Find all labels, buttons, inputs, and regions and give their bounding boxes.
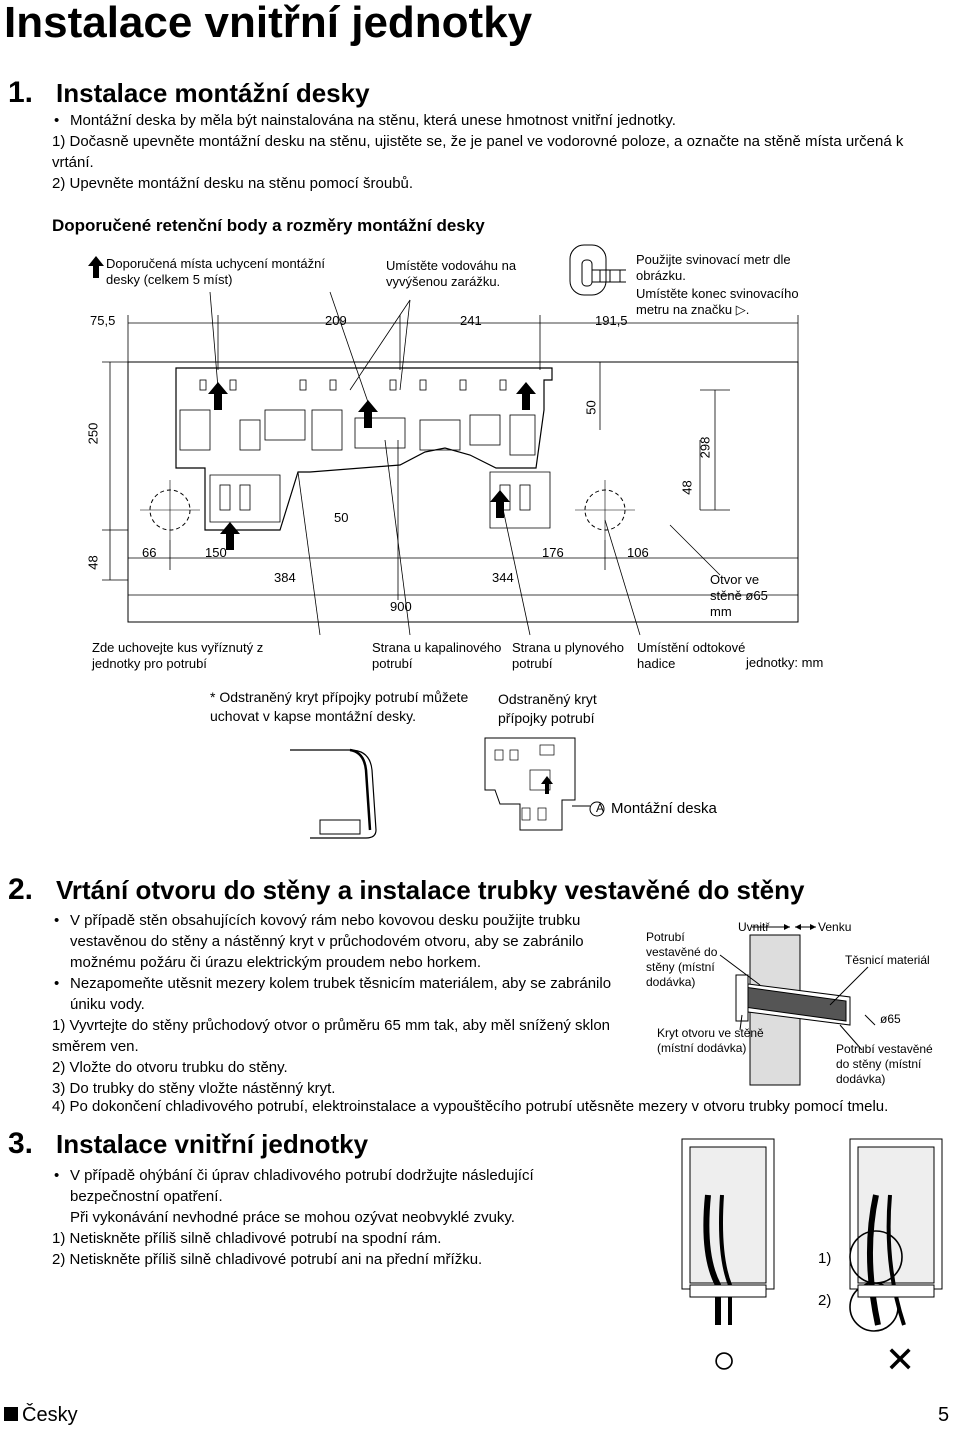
- dim-176: 176: [542, 545, 564, 560]
- label-diameter: ø65: [880, 1012, 901, 1026]
- dim-900: 900: [390, 599, 412, 614]
- cover-pocket-illustration: [290, 737, 605, 839]
- section-1-body: Montážní deska by měla být nainstalována…: [52, 110, 942, 194]
- wall-outline: [127, 361, 799, 623]
- dim-250: 250: [85, 422, 101, 445]
- page-title: Instalace vnitřní jednotky: [4, 0, 533, 47]
- s1-step-1: 1) Dočasně upevněte montážní desku na st…: [52, 133, 904, 171]
- label-a-circle: [589, 801, 605, 817]
- dim-344: 344: [492, 570, 514, 585]
- label-gas-side: Strana u plynového potrubí: [512, 640, 625, 671]
- dim-48-right: 48: [679, 480, 695, 495]
- tape-mark-icon: ▷.: [735, 302, 750, 317]
- footer-language-label: Česky: [22, 1404, 78, 1426]
- section-3-title: Instalace vnitřní jednotky: [56, 1129, 369, 1159]
- dim-50-horizontal: 50: [334, 510, 349, 525]
- label-mounting-plate: Montážní deska: [611, 800, 717, 817]
- incorrect-piping-figure: [849, 1138, 943, 1332]
- s3-step-1: 1) Netiskněte příliš silně chladivové po…: [52, 1230, 442, 1247]
- indoor-unit-side: [290, 749, 377, 839]
- language-square-icon: [4, 1407, 18, 1421]
- section-1-heading: 1. Instalace montážní desky: [8, 76, 370, 110]
- dim-150: 150: [205, 545, 227, 560]
- dim-50-vertical: 50: [583, 400, 599, 415]
- s1-bullet-1: Montážní deska by měla být nainstalována…: [52, 110, 942, 131]
- s2-bullet-1: V případě stěn obsahujících kovový rám n…: [52, 910, 622, 973]
- label-inside: Uvnitř: [738, 920, 770, 934]
- dim-75-5: 75,5: [90, 313, 116, 328]
- fixing-point-arrow: [220, 522, 240, 550]
- fixing-point-legend-icon: [88, 256, 104, 278]
- fixing-point-arrow: [490, 490, 510, 518]
- s3-bullet-1a: V případě ohýbání či úprav chladivového …: [70, 1167, 534, 1205]
- piping-figures: [681, 1138, 943, 1332]
- dim-384: 384: [274, 570, 296, 585]
- dim-106: 106: [627, 545, 649, 560]
- label-wall-pipe-1: Potrubí vestavěné do stěny (místní dodáv…: [646, 930, 718, 989]
- fixing-point-arrow: [208, 382, 228, 410]
- fixing-point-arrow: [516, 382, 536, 410]
- mounting-plate-diagram: [88, 244, 799, 636]
- label-wall-pipe-2: Potrubí vestavěné do stěny (místní dodáv…: [836, 1042, 933, 1086]
- section-3-heading: 3. Instalace vnitřní jednotky: [8, 1127, 368, 1161]
- dim-241: 241: [460, 313, 482, 328]
- fig-label-1: 1): [818, 1250, 832, 1267]
- label-fixing-points: Doporučená místa uchycení montážní desky…: [106, 256, 325, 287]
- page-number: 5: [938, 1404, 950, 1426]
- section-3-number: 3.: [8, 1127, 34, 1160]
- section-2-body: V případě stěn obsahujících kovový rám n…: [52, 910, 622, 1099]
- label-left-pipe: Zde uchovejte kus vyříznutý z jednotky p…: [92, 640, 264, 671]
- section-2-number: 2.: [8, 873, 34, 906]
- footer-language: Česky: [4, 1404, 78, 1427]
- s2-step-1: 1) Vyvrtejte do stěny průchodový otvor o…: [52, 1017, 611, 1055]
- label-level: Umístěte vodováhu na vyvýšenou zarážku.: [386, 258, 517, 289]
- dim-298: 298: [697, 436, 713, 459]
- plate-fragment: [484, 737, 576, 831]
- s2-step-2: 2) Vložte do otvoru trubku do stěny.: [52, 1059, 288, 1076]
- s2-step-4: 4) Po dokončení chladivového potrubí, el…: [52, 1098, 889, 1115]
- correct-piping-figure: [681, 1138, 775, 1325]
- label-a-letter: A: [595, 801, 604, 815]
- section-1-number: 1.: [8, 76, 34, 109]
- dim-48-left: 48: [85, 555, 101, 570]
- fixing-point-arrow: [358, 400, 378, 428]
- s2-bullet-2: Nezapomeňte utěsnit mezery kolem trubek …: [52, 973, 622, 1015]
- label-sealant: Těsnicí materiál: [845, 953, 930, 967]
- label-units: jednotky: mm: [746, 655, 824, 670]
- label-tape-2: Umístěte konec svinovacího metru na znač…: [636, 286, 806, 318]
- s1-step-2: 2) Upevněte montážní desku na stěnu pomo…: [52, 175, 414, 192]
- dim-66: 66: [142, 545, 157, 560]
- wall-pipe-diagram: [719, 924, 876, 1086]
- label-removed-cover: Odstraněný kryt přípojky potrubí: [498, 691, 597, 726]
- label-outside: Venku: [818, 920, 852, 934]
- section-3-body: V případě ohýbání či úprav chladivového …: [52, 1165, 612, 1270]
- section-2-title: Vrtání otvoru do stěny a instalace trubk…: [56, 875, 805, 905]
- ok-mark-icon: ○: [712, 1338, 737, 1382]
- label-tape-2-text: Umístěte konec svinovacího metru na znač…: [636, 286, 799, 317]
- label-tape-1: Použijte svinovací metr dle obrázku.: [636, 252, 791, 283]
- dim-191-5: 191,5: [595, 313, 628, 328]
- fig-label-2: 2): [818, 1292, 832, 1309]
- label-wall-cover: Kryt otvoru ve stěně (místní dodávka): [657, 1026, 764, 1055]
- s2-step-3: 3) Do trubky do stěny vložte nástěnný kr…: [52, 1080, 336, 1097]
- s3-bullet-1b: Při vykonávání nevhodné práce se mohou o…: [70, 1209, 515, 1226]
- label-drain-hose: Umístění odtokové hadice: [637, 640, 746, 671]
- section-1-title: Instalace montážní desky: [56, 78, 370, 108]
- ng-mark-icon: ✕: [885, 1339, 916, 1380]
- section-2-heading: 2. Vrtání otvoru do stěny a instalace tru…: [8, 873, 804, 907]
- label-wall-hole: Otvor ve stěně ø65 mm: [710, 572, 768, 619]
- diagram-title: Doporučené retenční body a rozměry montá…: [52, 216, 485, 235]
- s3-step-2: 2) Netiskněte příliš silně chladivové po…: [52, 1251, 483, 1268]
- mounting-plate: [175, 367, 553, 531]
- label-liquid-side: Strana u kapalinového potrubí: [372, 640, 502, 671]
- s3-bullet-1: V případě ohýbání či úprav chladivového …: [52, 1165, 612, 1228]
- dim-209: 209: [325, 313, 347, 328]
- note-cover: * Odstraněný kryt přípojky potrubí můžet…: [210, 689, 469, 724]
